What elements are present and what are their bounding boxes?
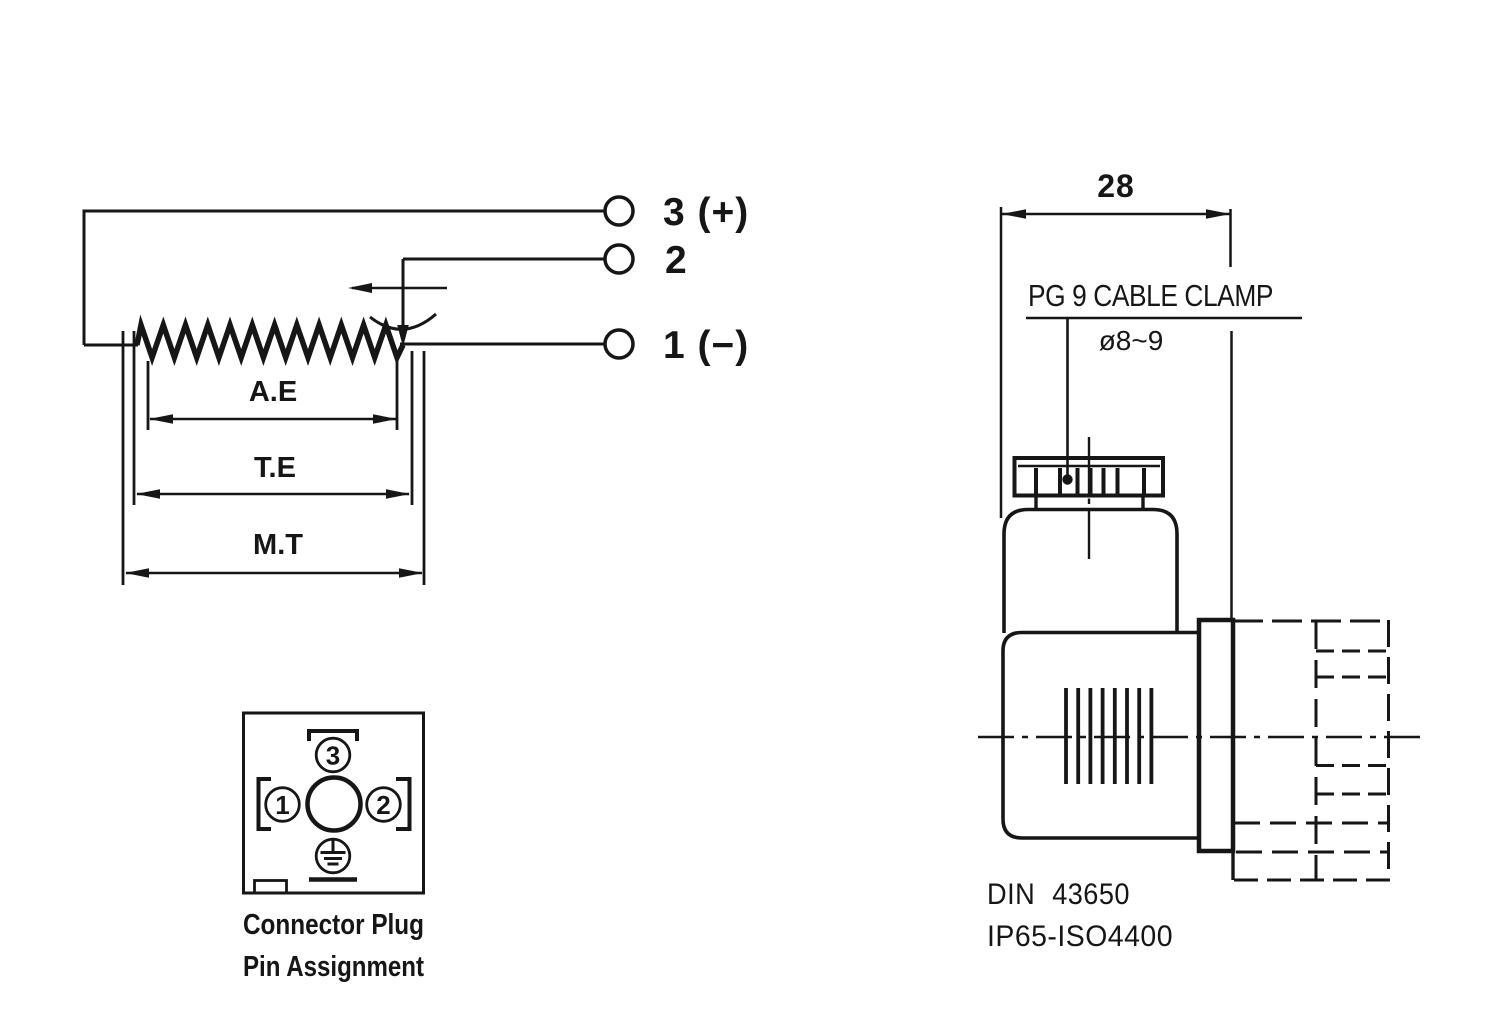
potentiometer-schematic: 3 (+) 2 1 (−) A.E T.E M.T <box>82 191 749 585</box>
resistor-element <box>134 314 406 367</box>
terminal-circle-2 <box>603 243 635 275</box>
extension-lines <box>121 331 426 585</box>
pinout-key-notch <box>253 879 288 895</box>
pinout-bracket-top <box>307 729 359 741</box>
dim-mt-arrow-left <box>125 568 149 578</box>
clamp-neck <box>1034 493 1145 510</box>
terminal-label-3: 3 (+) <box>663 191 749 234</box>
dim-ae-arrow-left <box>149 414 173 424</box>
pinout-bracket-right <box>396 777 412 831</box>
pinout-digits: 3 1 2 <box>275 741 390 821</box>
plug-labels: 28 PG 9 CABLE CLAMP ø8~9 DIN 43650 IP65-… <box>987 168 1274 953</box>
pinout-earth-pin <box>314 837 352 875</box>
clamp-knurl-lines <box>1034 468 1146 494</box>
pinout-housing <box>242 711 425 895</box>
plug-dim-value: 28 <box>1097 168 1135 204</box>
pinout-pin1-circle <box>264 786 301 823</box>
earth-circle <box>314 837 352 875</box>
dim-te-arrow-left <box>136 489 160 499</box>
earth-icon <box>320 840 346 866</box>
terminal-circles <box>603 195 635 360</box>
schematic-wires <box>82 209 604 347</box>
pin1-digit: 1 <box>275 790 289 820</box>
dim-ae-arrow-right <box>373 414 397 424</box>
pin2-digit: 2 <box>376 790 390 820</box>
pinout-pin3-circle <box>314 736 352 774</box>
clamp-label: PG 9 CABLE CLAMP <box>1028 278 1273 313</box>
body-lower <box>1001 630 1199 840</box>
pinout-bracket-left <box>256 777 271 831</box>
connector-pinout: 3 1 2 Connector Plug Pin Assignment <box>242 711 425 983</box>
dimension-lines <box>125 414 423 578</box>
plug-interface-hidden-lines <box>1233 619 1390 882</box>
connector-body <box>1001 507 1236 880</box>
clamp-leader-dot <box>1062 474 1073 485</box>
dim-mt-arrow-right <box>399 568 423 578</box>
clamp-annotation <box>1026 316 1302 485</box>
dim-label-ae: A.E <box>249 376 297 408</box>
schematic-labels: 3 (+) 2 1 (−) A.E T.E M.T <box>249 191 749 561</box>
wiper-contact-arc <box>369 312 437 331</box>
standard-label-line2: IP65-ISO4400 <box>987 920 1173 953</box>
terminal-circle-3 <box>603 195 635 227</box>
pinout-caption-line2: Pin Assignment <box>243 951 424 983</box>
plug-width-dimension <box>999 207 1233 620</box>
plug-dim-arrow-right <box>1206 209 1231 219</box>
terminal-label-1: 1 (−) <box>663 324 749 367</box>
dim-label-mt: M.T <box>253 529 303 561</box>
wiper <box>348 259 447 347</box>
mounting-flange <box>1196 617 1236 854</box>
plug-drawing: 28 PG 9 CABLE CLAMP ø8~9 DIN 43650 IP65-… <box>978 168 1420 953</box>
pinout-center-boss <box>305 775 363 833</box>
dim-te-arrow-right <box>386 489 410 499</box>
standard-label-line1: DIN 43650 <box>987 878 1130 911</box>
cable-clamp <box>1012 437 1165 559</box>
wiper-motion-arrowhead <box>348 283 372 293</box>
pinout-caption-line1: Connector Plug <box>243 909 424 941</box>
terminal-circle-1 <box>603 328 635 360</box>
clamp-diameter-label: ø8~9 <box>1099 325 1164 356</box>
pin3-digit: 3 <box>326 741 340 771</box>
body-upper <box>1002 507 1179 633</box>
pinout-pin2-circle <box>365 786 402 823</box>
plug-dim-arrow-left <box>1001 209 1026 219</box>
dim-label-te: T.E <box>254 452 296 484</box>
terminal-label-2: 2 <box>665 239 688 282</box>
pinout-caption: Connector Plug Pin Assignment <box>243 909 424 983</box>
